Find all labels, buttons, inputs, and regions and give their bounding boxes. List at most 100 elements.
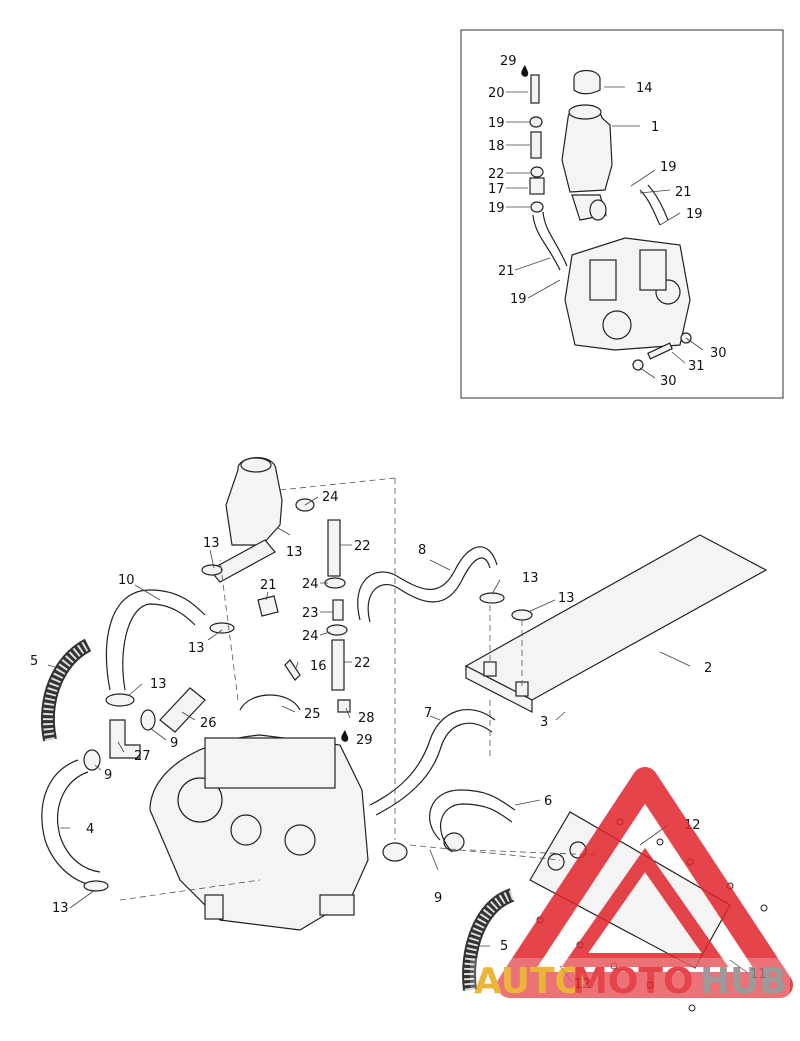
clamp-24-c (326, 624, 348, 636)
corrugated-hose-5-right-ribs (464, 890, 514, 991)
main-label: 8 (418, 543, 426, 558)
main-label: 9 (104, 768, 112, 783)
inset-drop-icon (521, 65, 529, 77)
inset-label: 1 (651, 120, 659, 135)
inset-short-hose (530, 131, 542, 159)
inset-fitting (530, 74, 540, 104)
inset-label: 20 (488, 86, 505, 101)
inset-label: 14 (636, 81, 653, 96)
hose-22-lower (331, 639, 345, 691)
inset-head-detail (589, 259, 617, 301)
inset-label: 30 (710, 346, 727, 361)
fitting-23 (332, 599, 344, 621)
inset-clamp-30-lower (632, 359, 644, 371)
main-label: 6 (544, 794, 552, 809)
engine-port (230, 814, 262, 846)
main-label: 9 (434, 891, 442, 906)
hose-8 (357, 546, 498, 623)
clamp-13-c (209, 622, 235, 634)
main-label: 3 (540, 715, 548, 730)
inset-tube-31 (647, 342, 673, 360)
main-label: 24 (302, 577, 319, 592)
bracket-21 (257, 595, 279, 617)
clamp-13-b (83, 880, 109, 892)
main-label: 7 (424, 706, 432, 721)
clamp-9-b (83, 749, 101, 771)
inset-label: 31 (688, 359, 705, 374)
inset-coolant-reservoir (561, 107, 613, 193)
corrugated-hose-5-left (40, 638, 92, 742)
heat-exchanger-edge (465, 665, 533, 713)
inset-clamp-3 (530, 201, 544, 213)
main-leader-lines (47, 496, 749, 983)
watermark-triangle-outer (497, 767, 793, 998)
main-label: 4 (86, 822, 94, 837)
engine-cover (177, 777, 223, 823)
hose-22-upper (327, 519, 341, 577)
clamp-9-c (382, 842, 408, 862)
main-label: 24 (302, 629, 319, 644)
inset-clamp-2 (530, 166, 544, 178)
inset-reservoir-neck (568, 104, 602, 120)
main-label: 27 (134, 749, 151, 764)
reservoir-cap (240, 457, 272, 473)
main-label: 13 (150, 677, 167, 692)
clamp-13-e (479, 592, 505, 604)
main-label: 9 (170, 736, 178, 751)
watermark-brand-moto: MOTO (572, 961, 694, 1002)
main-label: 13 (558, 591, 575, 606)
inset-pressure-cap (573, 69, 601, 95)
main-label: 29 (356, 733, 373, 748)
watermark-triangle-inner (561, 847, 729, 967)
heat-exchanger-2 (464, 534, 768, 701)
inset-label: 21 (675, 185, 692, 200)
main-label: 13 (286, 545, 303, 560)
main-label: 22 (354, 656, 371, 671)
inset-label: 17 (488, 182, 505, 197)
main-label: 28 (358, 711, 375, 726)
inset-callouts: 29 20 19 18 22 17 19 14 1 19 21 19 21 19… (488, 54, 727, 389)
hose-26 (159, 687, 206, 733)
main-label: 5 (500, 939, 508, 954)
main-label: 25 (304, 707, 321, 722)
clamp-13-a (105, 693, 135, 707)
assembly-guide-lines (119, 477, 601, 901)
inset-label: 19 (488, 116, 505, 131)
main-label: 2 (704, 661, 712, 676)
clamp-9-d (443, 832, 465, 852)
sensor-28 (337, 699, 351, 713)
main-label: 10 (118, 573, 135, 588)
inset-label: 19 (510, 292, 527, 307)
main-label: 21 (260, 578, 277, 593)
main-label: 13 (52, 901, 69, 916)
hose-25 (239, 694, 301, 711)
inset-label: 29 (500, 54, 517, 69)
reservoir-outlet-hose (209, 539, 276, 583)
main-label: 13 (203, 536, 220, 551)
main-label: 26 (200, 716, 217, 731)
main-label: 24 (322, 490, 339, 505)
main-diagram (40, 457, 768, 1012)
heat-exchanger-port (483, 661, 497, 677)
main-label: 23 (302, 606, 319, 621)
engine-port-2 (284, 824, 316, 856)
clamp-13-d (201, 564, 223, 576)
inset-label: 22 (488, 167, 505, 182)
engine-head (204, 737, 336, 789)
inset-label: 30 (660, 374, 677, 389)
engine-outlet (204, 894, 224, 920)
hose-4 (41, 759, 101, 886)
inset-label: 19 (686, 207, 703, 222)
watermark-band (470, 958, 790, 998)
inset-label: 21 (498, 264, 515, 279)
inset-label: 18 (488, 139, 505, 154)
main-label: 13 (522, 571, 539, 586)
main-label: 13 (188, 641, 205, 656)
main-label: 16 (310, 659, 327, 674)
watermark: AUTO MOTO HUB (470, 767, 793, 1002)
inset-label: 19 (488, 201, 505, 216)
inset-label: 19 (660, 160, 677, 175)
inset-hose-left (532, 211, 568, 271)
drop-icon (341, 730, 349, 742)
